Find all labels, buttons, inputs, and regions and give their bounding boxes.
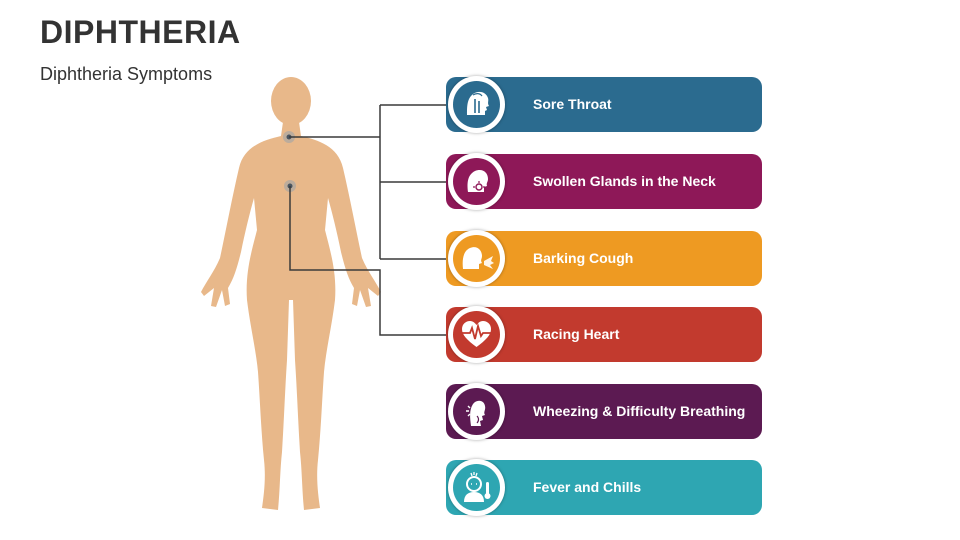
symptom-card-swollen-glands: Swollen Glands in the Neck [446,153,762,210]
icon-ring [448,459,505,516]
symptom-card-fever-chills: Fever and Chills [446,459,762,516]
symptom-label: Barking Cough [533,250,634,266]
human-body-silhouette [201,77,381,510]
symptom-card-sore-throat: Sore Throat [446,76,762,133]
symptom-card-barking-cough: Barking Cough [446,230,762,287]
racing-heart-icon [453,311,500,358]
fever-chills-icon [453,464,500,511]
symptom-card-racing-heart: Racing Heart [446,306,762,363]
slide-title: DIPHTHERIA [40,14,241,50]
icon-ring [448,76,505,133]
wheezing-icon [453,388,500,435]
barking-cough-icon [453,235,500,282]
icon-ring [448,383,505,440]
symptom-label: Sore Throat [533,96,612,112]
symptom-label: Fever and Chills [533,479,642,495]
slide-subtitle: Diphtheria Symptoms [40,64,213,84]
icon-ring [448,153,505,210]
symptom-label: Racing Heart [533,326,620,342]
icon-ring [448,230,505,287]
symptom-label: Swollen Glands in the Neck [533,173,716,189]
symptom-label: Wheezing & Difficulty Breathing [533,403,746,419]
sore-throat-icon [453,81,500,128]
connector-lines [289,104,446,336]
swollen-glands-icon [453,158,500,205]
icon-ring [448,306,505,363]
symptom-card-wheezing: Wheezing & Difficulty Breathing [446,383,762,440]
